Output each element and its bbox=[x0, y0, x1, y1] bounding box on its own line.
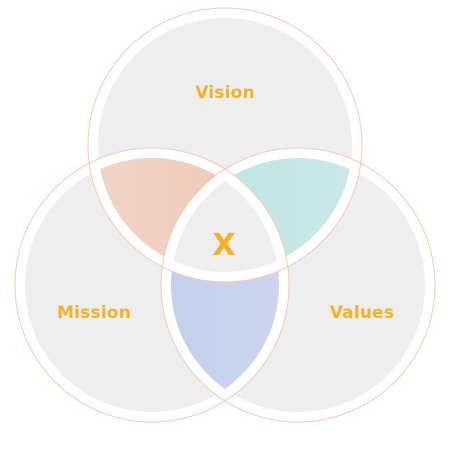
values-label: Values bbox=[330, 303, 394, 323]
center-x-mark: X bbox=[212, 228, 235, 263]
vision-separator-arc bbox=[88, 8, 362, 282]
vision-label: Vision bbox=[195, 83, 255, 103]
values-separator-arc bbox=[161, 148, 435, 422]
vision-outline bbox=[87, 7, 363, 283]
values-outline bbox=[160, 147, 436, 423]
mission-outline bbox=[14, 147, 290, 423]
mission-label: Mission bbox=[57, 303, 131, 323]
mission-separator-arc bbox=[15, 148, 289, 422]
